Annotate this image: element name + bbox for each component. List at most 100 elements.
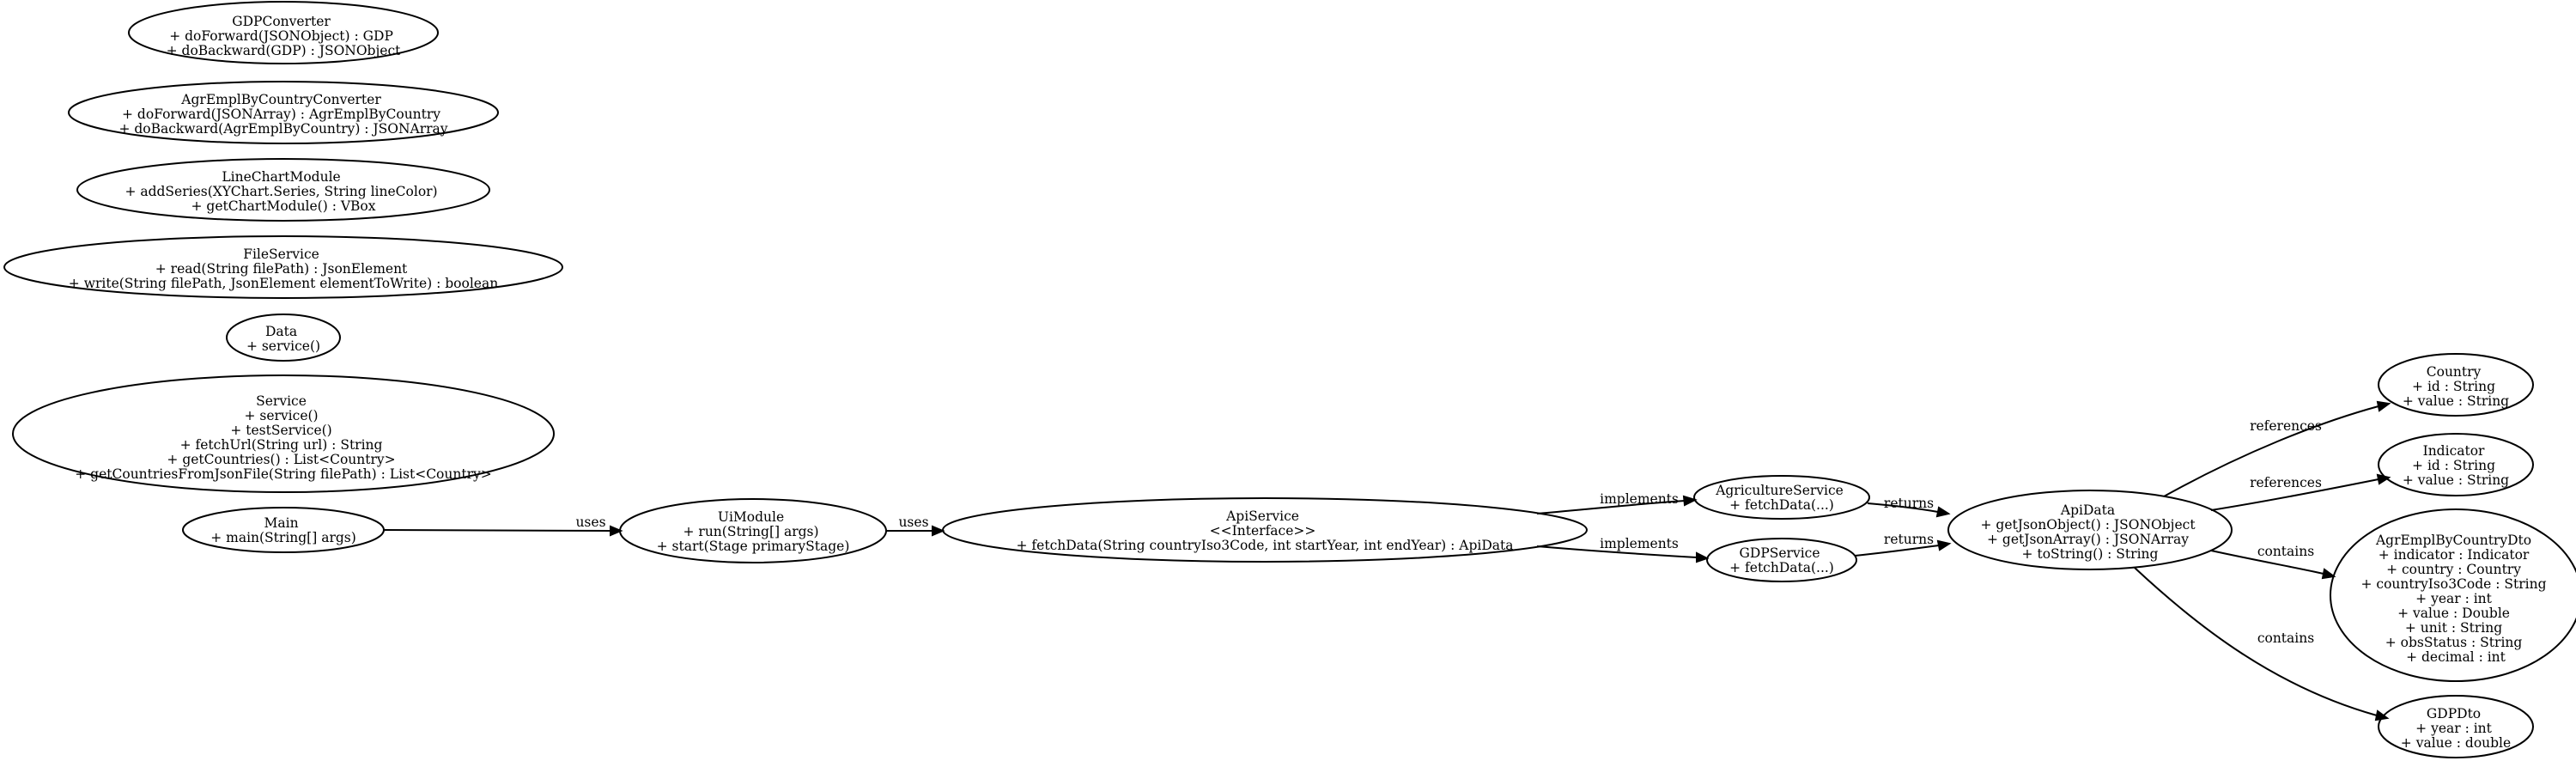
node-label: LineChartModule + addSeries(XYChart.Seri…	[125, 169, 441, 214]
node-shape	[2378, 353, 2534, 417]
node-member: + getChartModule() : VBox	[191, 198, 375, 214]
node-shape	[226, 314, 341, 362]
edge-line	[2134, 567, 2378, 716]
node-label: Service + service() + testService() + fe…	[75, 393, 491, 482]
node-shape	[12, 374, 555, 493]
node-gdpdto: GDPDto + year : int + value : double	[2378, 695, 2534, 758]
node-title: AgrEmplByCountryDto	[2375, 533, 2531, 548]
node-fileservice: FileService + read(String filePath) : Js…	[3, 235, 563, 299]
node-apiservice: ApiService <<Interface>> + fetchData(Str…	[942, 497, 1588, 563]
node-member: + country : Country	[2386, 562, 2521, 577]
edge-apidata-references-indicator: references	[2210, 473, 2391, 511]
node-shape	[3, 235, 563, 299]
node-member: + value : String	[2403, 472, 2509, 488]
node-shape	[2378, 433, 2534, 496]
node-agricultureservice: AgricultureService + fetchData(...)	[1693, 475, 1870, 520]
arrow-head-icon	[1935, 506, 1951, 518]
node-shape	[76, 158, 490, 222]
node-member: + getCountries() : List<Country>	[167, 452, 395, 467]
node-title: FileService	[243, 247, 319, 262]
node-member: + id : String	[2412, 379, 2495, 394]
node-shape	[1947, 490, 2233, 570]
node-member: + read(String filePath) : JsonElement	[155, 261, 408, 277]
edge-label: references	[2250, 418, 2322, 434]
node-title: Indicator	[2423, 443, 2485, 459]
arrow-head-icon	[2376, 400, 2391, 412]
arrow-head-icon	[1682, 495, 1698, 507]
node-label: GDPConverter + doForward(JSONObject) : G…	[167, 14, 402, 58]
edge-uimodule-uses-apiservice: uses	[886, 514, 945, 537]
node-label: Main + main(String[] args)	[210, 515, 356, 545]
node-country: Country + id : String + value : String	[2378, 353, 2534, 417]
edge-line	[383, 529, 611, 532]
node-member: + indicator : Indicator	[2379, 547, 2530, 563]
node-title: GDPDto	[2427, 706, 2481, 721]
node-data: Data + service()	[226, 314, 341, 362]
edge-apiservice-implements-gdpservice: implements	[1536, 536, 1710, 563]
edge-line	[1536, 545, 1698, 558]
node-title: ApiData	[2060, 502, 2115, 518]
edge-label: returns	[1884, 496, 1934, 511]
node-member: + main(String[] args)	[210, 530, 356, 545]
edge-apidata-contains-gdpdto: contains	[2134, 567, 2390, 721]
edge-label: uses	[898, 514, 928, 530]
edge-line	[1536, 500, 1686, 514]
node-member: + getCountriesFromJsonFile(String filePa…	[75, 466, 491, 482]
node-member: + testService()	[230, 423, 331, 438]
node-title: LineChartModule	[222, 169, 340, 185]
edge-main-uses-uimodule: uses	[383, 514, 623, 537]
node-label: GDPDto + year : int + value : double	[2401, 706, 2511, 751]
node-title: Service	[256, 393, 307, 409]
node-label: ApiData + getJsonObject() : JSONObject +…	[1981, 502, 2200, 562]
edge-agricultureservice-returns-apidata: returns	[1867, 496, 1951, 518]
edge-line	[2163, 405, 2379, 497]
edge-line	[2210, 550, 2324, 575]
node-shape	[128, 1, 439, 64]
edge-apidata-references-country: references	[2163, 400, 2391, 497]
node-label: AgrEmplByCountryConverter + doForward(JS…	[118, 92, 447, 137]
edge-line	[2210, 478, 2379, 511]
node-label: Indicator + id : String + value : String	[2403, 443, 2509, 488]
node-linechartmodule: LineChartModule + addSeries(XYChart.Seri…	[76, 158, 490, 222]
edge-label: contains	[2257, 630, 2314, 646]
node-shape	[68, 81, 499, 144]
node-shape	[1693, 475, 1870, 520]
node-agremplbycountrydto: AgrEmplByCountryDto + indicator : Indica…	[2330, 508, 2576, 682]
node-label: AgricultureService + fetchData(...)	[1715, 483, 1848, 513]
arrow-head-icon	[932, 525, 945, 537]
node-title: GDPService	[1740, 545, 1820, 561]
node-label: FileService + read(String filePath) : Js…	[69, 247, 498, 291]
node-member: + toString() : String	[2022, 546, 2159, 562]
node-gdpservice: GDPService + fetchData(...)	[1706, 538, 1857, 582]
node-member: + getJsonArray() : JSONArray	[1987, 532, 2189, 547]
node-agremplbycountryconverter: AgrEmplByCountryConverter + doForward(JS…	[68, 81, 499, 144]
arrow-head-icon	[610, 525, 623, 537]
node-member: + write(String filePath, JsonElement ele…	[69, 276, 498, 291]
node-member: + value : Double	[2397, 606, 2510, 621]
node-title: Main	[264, 515, 299, 531]
node-title: AgrEmplByCountryConverter	[180, 92, 381, 107]
node-member: + obsStatus : String	[2385, 635, 2523, 650]
node-title: AgricultureService	[1715, 483, 1844, 498]
node-member: + unit : String	[2405, 620, 2502, 636]
node-member: + start(Stage primaryStage)	[657, 539, 850, 554]
node-member: + id : String	[2412, 458, 2495, 473]
arrow-head-icon	[2374, 709, 2390, 721]
node-title: GDPConverter	[232, 14, 331, 29]
node-uimodule: UiModule + run(String[] args) + start(St…	[619, 498, 887, 563]
node-member: + fetchUrl(String url) : String	[180, 437, 383, 453]
arrow-head-icon	[2321, 568, 2336, 580]
node-member: + countryIso3Code : String	[2361, 576, 2547, 592]
edge-label: returns	[1884, 532, 1934, 547]
node-label: Country + id : String + value : String	[2403, 364, 2509, 409]
node-title: UiModule	[718, 509, 784, 525]
edge-apidata-contains-agremplbycountrydto: contains	[2210, 544, 2336, 580]
node-label: UiModule + run(String[] args) + start(St…	[657, 509, 850, 554]
node-member: + year : int	[2415, 591, 2493, 606]
node-title: ApiService	[1225, 508, 1299, 524]
edge-label: implements	[1600, 536, 1679, 551]
node-gdpconverter: GDPConverter + doForward(JSONObject) : G…	[128, 1, 439, 64]
edge-line	[1867, 502, 1939, 513]
node-shape	[2330, 508, 2576, 682]
